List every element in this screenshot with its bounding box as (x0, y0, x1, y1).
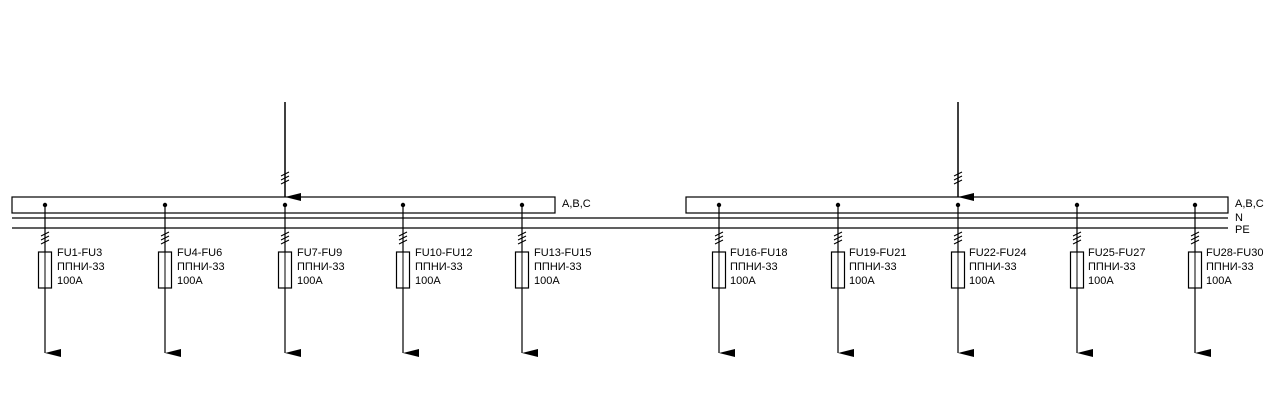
fuse-type: ППНИ-33 (730, 261, 778, 273)
outgoing-feeder: FU7-FU9 ППНИ-33 100A (277, 202, 345, 357)
three-phase-tick-mark (280, 231, 290, 245)
fuse-rating: 100A (534, 275, 560, 287)
fuse-type: ППНИ-33 (297, 261, 345, 273)
outgoing-feeder: FU28-FU30 ППНИ-33 100A (1187, 202, 1263, 357)
three-phase-tick-mark (833, 231, 843, 245)
fuse-rating: 100A (849, 275, 875, 287)
fuse-type: ППНИ-33 (415, 261, 463, 273)
fuse-designation: FU1-FU3 (57, 247, 102, 259)
fuse-designation: FU19-FU21 (849, 247, 906, 259)
outgoing-feeder: FU4-FU6 ППНИ-33 100A (157, 202, 225, 357)
three-phase-tick-mark (280, 171, 290, 185)
outgoing-feeder: FU22-FU24 ППНИ-33 100A (950, 202, 1026, 357)
fuse-designation: FU10-FU12 (415, 247, 472, 259)
fuse-designation: FU4-FU6 (177, 247, 222, 259)
busbar-2 (685, 196, 1229, 214)
fuse-type: ППНИ-33 (1206, 261, 1254, 273)
three-phase-tick-mark (40, 231, 50, 245)
fuse-rating: 100A (177, 275, 203, 287)
fuse-type: ППНИ-33 (177, 261, 225, 273)
fuse-type: ППНИ-33 (1088, 261, 1136, 273)
outgoing-feeder: FU25-FU27 ППНИ-33 100A (1069, 202, 1145, 357)
bus-label-phases: A,B,C (1235, 198, 1264, 210)
three-phase-tick-mark (398, 231, 408, 245)
outgoing-feeder: FU19-FU21 ППНИ-33 100A (830, 202, 906, 357)
three-phase-tick-mark (1190, 231, 1200, 245)
three-phase-tick-mark (953, 231, 963, 245)
fuse-designation: FU22-FU24 (969, 247, 1026, 259)
fuse-designation: FU28-FU30 (1206, 247, 1263, 259)
outgoing-feeder: FU13-FU15 ППНИ-33 100A (514, 202, 591, 357)
outgoing-feeder: FU10-FU12 ППНИ-33 100A (395, 202, 472, 357)
fuse-rating: 100A (297, 275, 323, 287)
three-phase-tick-mark (953, 171, 963, 185)
fuse-rating: 100A (969, 275, 995, 287)
bus-label-neutral: N (1235, 212, 1243, 224)
bus-label-phases: A,B,C (562, 198, 591, 210)
fuse-designation: FU13-FU15 (534, 247, 591, 259)
fuse-rating: 100A (1206, 275, 1232, 287)
fuse-rating: 100A (415, 275, 441, 287)
fuse-designation: FU25-FU27 (1088, 247, 1145, 259)
three-phase-tick-mark (1072, 231, 1082, 245)
fuse-rating: 100A (730, 275, 756, 287)
bus-label-pe: PE (1235, 224, 1250, 236)
outgoing-feeder: FU16-FU18 ППНИ-33 100A (711, 202, 787, 357)
fuse-rating: 100A (57, 275, 83, 287)
fuse-type: ППНИ-33 (534, 261, 582, 273)
three-phase-tick-mark (714, 231, 724, 245)
three-phase-tick-mark (517, 231, 527, 245)
three-phase-tick-mark (160, 231, 170, 245)
outgoing-feeder: FU1-FU3 ППНИ-33 100A (37, 202, 105, 357)
fuse-designation: FU16-FU18 (730, 247, 787, 259)
fuse-type: ППНИ-33 (969, 261, 1017, 273)
fuse-type: ППНИ-33 (57, 261, 105, 273)
fuse-type: ППНИ-33 (849, 261, 897, 273)
fuse-rating: 100A (1088, 275, 1114, 287)
fuse-designation: FU7-FU9 (297, 247, 342, 259)
busbar-1 (11, 196, 556, 214)
